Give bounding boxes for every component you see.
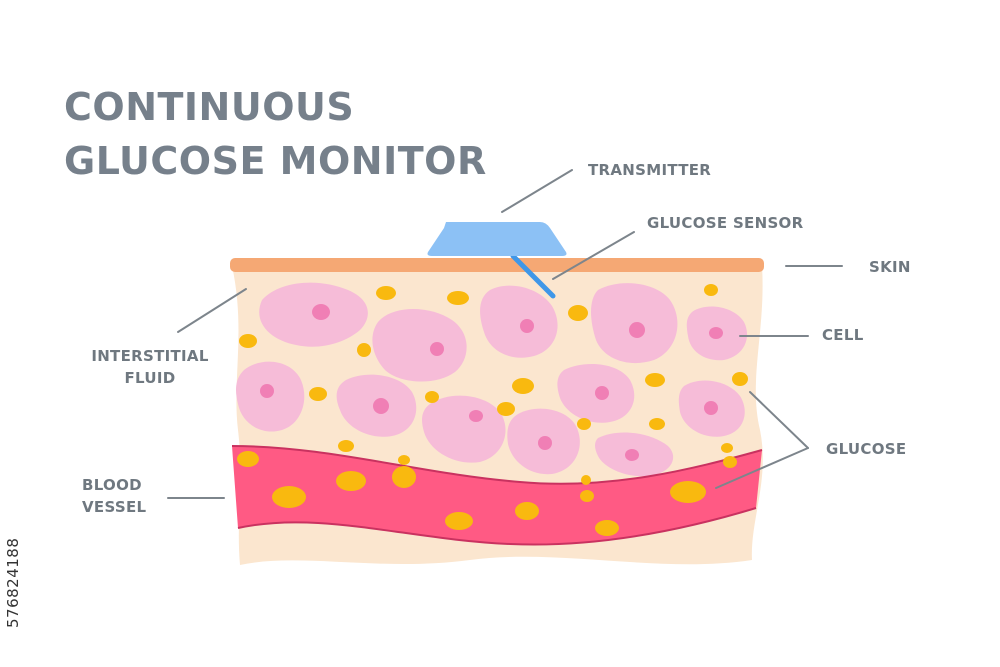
nucleus (469, 410, 483, 422)
cell-label: CELL (822, 326, 864, 344)
blood-vessel-bottom-wall (237, 507, 757, 546)
nucleus (709, 327, 723, 339)
glucose-dot (649, 418, 665, 430)
interstitial-fluid-leader (177, 288, 247, 333)
leader-lines (167, 169, 843, 499)
glucose-label: GLUCOSE (826, 440, 907, 458)
glucose-dot (595, 520, 619, 536)
nucleus (373, 398, 389, 414)
nucleus (629, 322, 645, 338)
glucose-dot (645, 373, 665, 387)
glucose-dot (670, 481, 706, 503)
glucose-dot (392, 466, 416, 488)
glucose-dot (447, 291, 469, 305)
glucose-dot (732, 372, 748, 386)
nucleus (595, 386, 609, 400)
skin-label: SKIN (869, 258, 911, 276)
blood-vessel-line-2: VESSEL (82, 498, 147, 516)
glucose-dot (357, 343, 371, 357)
blood-vessel-top-wall (231, 445, 763, 485)
glucose-dot (723, 456, 737, 468)
blood-glucose (237, 443, 737, 536)
glucose-dot (704, 284, 718, 296)
nucleus (260, 384, 274, 398)
transmitter-leader (501, 169, 573, 213)
blood-vessel (232, 446, 762, 545)
glucose-dot (512, 378, 534, 394)
glucose-dot (445, 512, 473, 530)
title-line-1: CONTINUOUS (64, 85, 355, 129)
title-line-2: GLUCOSE MONITOR (64, 139, 487, 183)
interstitial-glucose (239, 284, 748, 452)
glucose-dot (239, 334, 257, 348)
glucose-dot (336, 471, 366, 491)
transmitter-device (427, 222, 567, 256)
glucose-dot (721, 443, 733, 453)
nucleus (430, 342, 444, 356)
glucose-dot (515, 502, 539, 520)
nucleus (538, 436, 552, 450)
glucose-dot (577, 418, 591, 430)
glucose-dot (272, 486, 306, 508)
glucose-dot (568, 305, 588, 321)
glucose-sensor-leader (552, 231, 635, 280)
glucose-dot (309, 387, 327, 401)
interstitial-fluid-label: INTERSTITIAL FLUID (82, 345, 218, 389)
interstitial-fluid-line-1: INTERSTITIAL (91, 347, 209, 365)
glucose-dot (580, 490, 594, 502)
glucose-dot (581, 475, 591, 485)
glucose-sensor-label: GLUCOSE SENSOR (647, 214, 804, 232)
glucose-dot (398, 455, 410, 465)
nucleus (625, 449, 639, 461)
nucleus (312, 304, 330, 320)
glucose-dot (497, 402, 515, 416)
page-title: CONTINUOUS GLUCOSE MONITOR (64, 80, 487, 188)
skin-layer (230, 258, 764, 272)
glucose-dot (425, 391, 439, 403)
cell (372, 308, 467, 382)
stock-image-id: 576824188 (4, 537, 22, 628)
glucose-leader-upper (749, 391, 809, 449)
nucleus (520, 319, 534, 333)
glucose-leader-lower (715, 447, 809, 489)
glucose-dot (338, 440, 354, 452)
cell-nuclei (260, 304, 723, 461)
glucose-dot (376, 286, 396, 300)
transmitter-label: TRANSMITTER (588, 161, 712, 179)
cell (480, 285, 558, 358)
interstitial-fluid-line-2: FLUID (124, 369, 176, 387)
glucose-sensor-filament (510, 253, 556, 299)
cell (422, 395, 506, 463)
glucose-dot (237, 451, 259, 467)
blood-vessel-label: BLOOD VESSEL (82, 474, 146, 518)
nucleus (704, 401, 718, 415)
blood-vessel-line-1: BLOOD (82, 476, 142, 494)
